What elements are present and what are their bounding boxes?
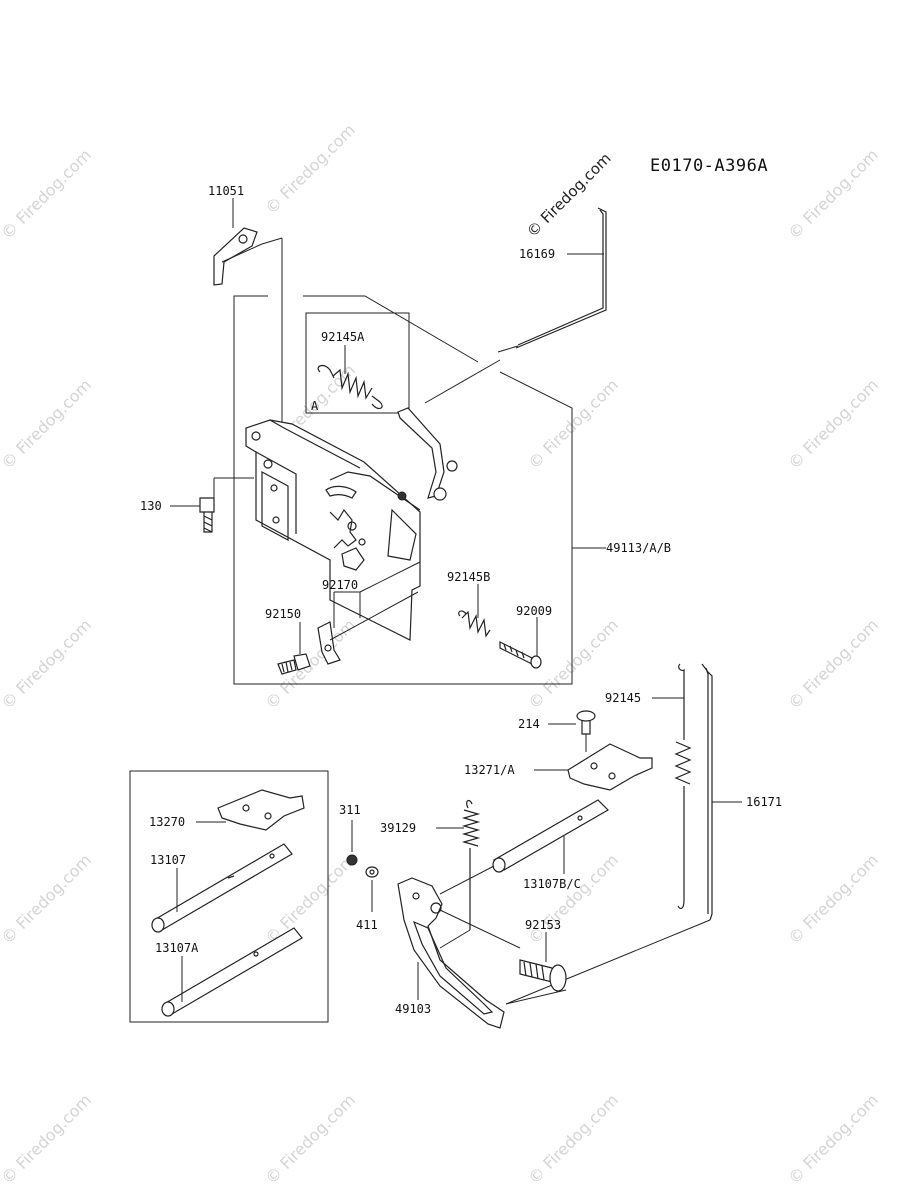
callout-39129: 39129 [380, 821, 416, 835]
callout-92150: 92150 [265, 607, 301, 621]
assembly-outline [233, 295, 573, 685]
watermark: © Firedog.com [784, 1090, 882, 1188]
spring-inset-box [305, 312, 410, 414]
plate-13271 [567, 743, 653, 791]
diagram-code: E0170-A396A [650, 156, 768, 176]
watermark: © Firedog.com [261, 120, 359, 218]
callout-13107A: 13107A [155, 941, 199, 955]
washer-411 [365, 866, 379, 878]
governor-plate [245, 419, 421, 641]
watermark: © Firedog.com [524, 850, 622, 948]
watermark: © Firedog.com [784, 145, 882, 243]
spring-92145A [317, 364, 383, 410]
callout-214: 214 [518, 717, 540, 731]
watermark: © Firedog.com [261, 1090, 359, 1188]
rod-16169 [515, 207, 607, 349]
watermark: © Firedog.com [524, 375, 622, 473]
callout-11051: 11051 [208, 184, 244, 198]
callout-411: 411 [356, 918, 378, 932]
main-watermark: © Firedog.com [523, 149, 615, 241]
bolt-130 [199, 497, 215, 533]
watermark: © Firedog.com [784, 615, 882, 713]
throttle-lever [397, 407, 458, 501]
watermark: © Firedog.com [784, 375, 882, 473]
callout-130: 130 [140, 499, 162, 513]
spring-92145 [674, 663, 692, 910]
watermark: © Firedog.com [0, 850, 95, 948]
governor-arm-49103 [397, 877, 505, 1029]
callout-92153: 92153 [525, 918, 561, 932]
callout-13270: 13270 [149, 815, 185, 829]
plate-13270 [217, 789, 305, 831]
spring-92145B [458, 610, 491, 638]
callout-16169: 16169 [519, 247, 555, 261]
callout-92145B: 92145B [447, 570, 490, 584]
watermark: © Firedog.com [0, 1090, 95, 1188]
spring-39129 [461, 799, 481, 930]
screw-214 [576, 710, 596, 735]
bolt-92150 [277, 653, 311, 675]
callout-13107BC: 13107B/C [523, 877, 581, 891]
watermark: © Firedog.com [261, 850, 359, 948]
watermark: © Firedog.com [0, 375, 95, 473]
callout-13271: 13271/A [464, 763, 515, 777]
callout-49103: 49103 [395, 1002, 431, 1016]
callout-92009: 92009 [516, 604, 552, 618]
screw-92009 [499, 641, 542, 669]
watermark: © Firedog.com [261, 615, 359, 713]
callout-92145: 92145 [605, 691, 641, 705]
bracket-11051 [213, 227, 263, 286]
shaft-13107A [161, 927, 303, 1017]
bolt-92153 [519, 959, 567, 992]
shaft-13107BC [492, 799, 609, 873]
watermark: © Firedog.com [784, 850, 882, 948]
callout-13107: 13107 [150, 853, 186, 867]
callout-311: 311 [339, 803, 361, 817]
nut-311 [346, 854, 358, 866]
shaft-inset-box [129, 770, 329, 1023]
inset-letter-a: A [311, 399, 319, 413]
watermark-grid: © Firedog.com © Firedog.com © Firedog.co… [0, 120, 882, 1188]
watermark: © Firedog.com [0, 145, 95, 243]
callout-92145A: 92145A [321, 330, 365, 344]
callout-16171: 16171 [746, 795, 782, 809]
shaft-13107 [151, 843, 293, 933]
rod-16171 [701, 663, 713, 921]
watermark: © Firedog.com [524, 1090, 622, 1188]
callout-49113: 49113/A/B [606, 541, 671, 555]
clip-92170 [317, 621, 341, 665]
watermark: © Firedog.com [0, 615, 95, 713]
callout-92170: 92170 [322, 578, 358, 592]
